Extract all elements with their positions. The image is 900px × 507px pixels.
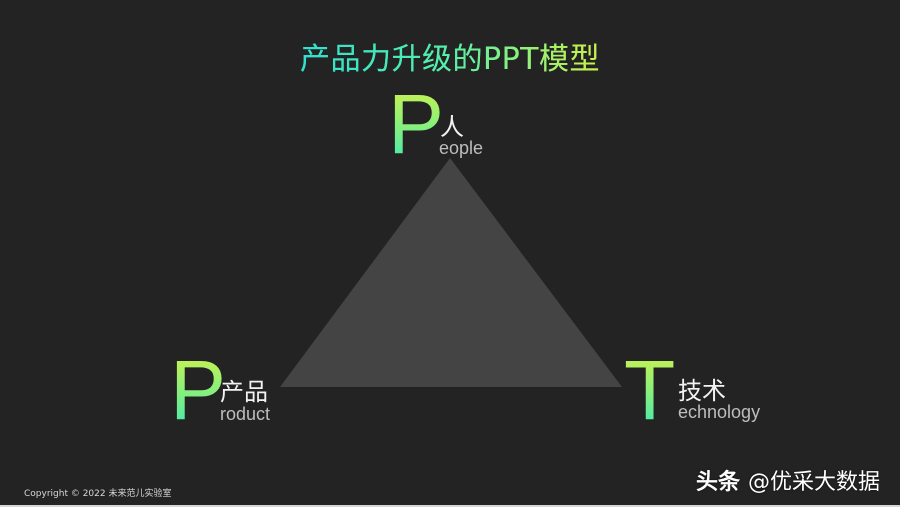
watermark-platform: 头条 — [696, 470, 741, 495]
bottom-strip — [0, 505, 900, 507]
node-technology-en-label: echnology — [678, 402, 761, 422]
node-product: P 产品 roduct — [170, 348, 290, 432]
node-people: P 人 eople — [388, 82, 498, 168]
node-technology-letter: T — [624, 343, 676, 437]
node-people-cn-label: 人 — [440, 113, 464, 141]
node-people-en-label: eople — [439, 138, 484, 158]
node-product-en-label: roduct — [220, 404, 271, 424]
node-technology: T 技术 echnology — [624, 348, 784, 432]
watermark-handle: @优采大数据 — [748, 470, 881, 495]
node-product-letter: P — [170, 343, 227, 437]
node-people-letter: P — [388, 77, 445, 171]
node-product-cn-label: 产品 — [220, 378, 268, 406]
triangle-shape — [280, 158, 622, 387]
slide-title-text: 产品力升级的PPT模型 — [300, 34, 600, 78]
watermark: 头条 @优采大数据 — [696, 464, 880, 496]
slide-title: 产品力升级的PPT模型 — [0, 34, 900, 78]
copyright-text: Copyright © 2022 未来范儿实验室 — [24, 489, 172, 499]
node-technology-cn-label: 技术 — [678, 377, 726, 405]
